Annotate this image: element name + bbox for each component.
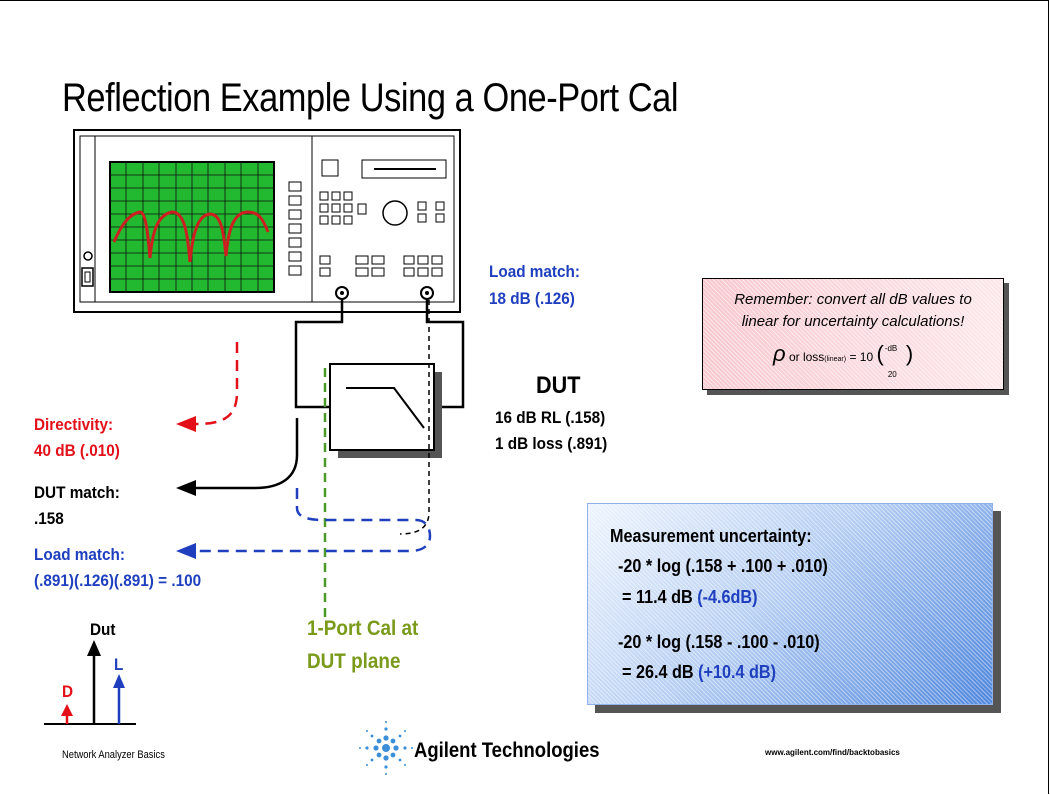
formula-loss-text: or loss xyxy=(788,350,825,364)
dut-match-label: DUT match: .158 xyxy=(34,480,120,532)
dut-match-arrow xyxy=(196,418,299,490)
load-match-bottom-value: (.891)(.126)(.891) = .100 xyxy=(34,571,202,590)
rho-symbol: ρ xyxy=(773,341,786,366)
uncertainty-expression-2: -20 * log (.158 - .100 - .010) xyxy=(618,632,820,652)
load-match-arrowhead-icon xyxy=(176,543,196,559)
cal-plane-label: 1-Port Cal at DUT plane xyxy=(307,612,418,678)
uncertainty-result-1-delta: (-4.6dB) xyxy=(697,587,758,607)
uncertainty-result-2: = 26.4 dB (+10.4 dB) xyxy=(622,662,776,683)
dut-return-loss: 16 dB RL (.158) xyxy=(495,408,606,427)
vector-label-dut: Dut xyxy=(90,620,116,639)
directivity-arrow xyxy=(195,342,239,426)
linear-conversion-formula: ρ or loss(linear) = 10 ( -dB 20 ) xyxy=(773,341,914,379)
dut-match-value: .158 xyxy=(34,509,64,528)
dut-match-arrowhead-icon xyxy=(176,480,196,496)
directivity-value: 40 dB (.010) xyxy=(34,441,120,460)
uncertainty-result-2-value: = 26.4 dB xyxy=(622,662,694,682)
remember-note-box: Remember: convert all dB values to linea… xyxy=(702,278,1004,390)
directivity-title: Directivity: xyxy=(34,415,114,434)
vector-label-d: D xyxy=(62,682,74,701)
dut-match-title: DUT match: xyxy=(34,483,120,502)
uncertainty-result-1-value: = 11.4 dB xyxy=(622,587,693,607)
formula-subscript: (linear) xyxy=(824,356,847,363)
load-match-bottom-title: Load match: xyxy=(34,545,125,564)
remember-line-1: Remember: convert all dB values to xyxy=(734,291,972,308)
dut-device-icon xyxy=(329,363,442,458)
cal-plane-subtitle: DUT plane xyxy=(307,650,401,673)
load-match-arrow xyxy=(196,488,432,553)
slide-title: Reflection Example Using a One-Port Cal xyxy=(62,76,679,120)
test-cables xyxy=(294,299,465,409)
uncertainty-expression-1: -20 * log (.158 + .100 + .010) xyxy=(618,556,828,576)
footer-url[interactable]: www.agilent.com/find/backtobasics xyxy=(765,748,900,757)
remember-line-2: linear for uncertainty calculations! xyxy=(741,313,965,330)
footer-company-name: Agilent Technologies xyxy=(414,739,600,762)
directivity-arrowhead-icon xyxy=(176,416,196,432)
footer-course-title: Network Analyzer Basics xyxy=(62,749,165,761)
dut-specs: 16 dB RL (.158) 1 dB loss (.891) xyxy=(495,405,607,457)
formula-exponent-denominator: 20 xyxy=(887,370,897,379)
load-match-top-value: 18 dB (.126) xyxy=(489,289,575,308)
load-match-bottom-label: Load match: (.891)(.126)(.891) = .100 xyxy=(34,542,201,594)
vector-diagram xyxy=(44,640,136,725)
cal-plane-title: 1-Port Cal at xyxy=(307,617,419,640)
load-match-top-label: Load match: 18 dB (.126) xyxy=(489,258,580,312)
agilent-logo-icon xyxy=(359,721,413,775)
measurement-uncertainty-box: Measurement uncertainty: -20 * log (.158… xyxy=(587,503,993,705)
load-match-top-title: Load match: xyxy=(489,262,580,281)
formula-exponent-numerator: -dB xyxy=(884,344,898,353)
dut-label: DUT xyxy=(536,372,581,399)
uncertainty-heading: Measurement uncertainty: xyxy=(610,526,812,546)
network-analyzer-icon xyxy=(73,129,461,313)
uncertainty-result-2-delta: (+10.4 dB) xyxy=(698,662,776,682)
formula-equals: = 10 xyxy=(849,350,874,364)
vector-label-l: L xyxy=(114,655,124,674)
dut-insertion-loss: 1 dB loss (.891) xyxy=(495,434,608,453)
directivity-label: Directivity: 40 dB (.010) xyxy=(34,412,120,464)
uncertainty-result-1: = 11.4 dB (-4.6dB) xyxy=(622,587,758,608)
